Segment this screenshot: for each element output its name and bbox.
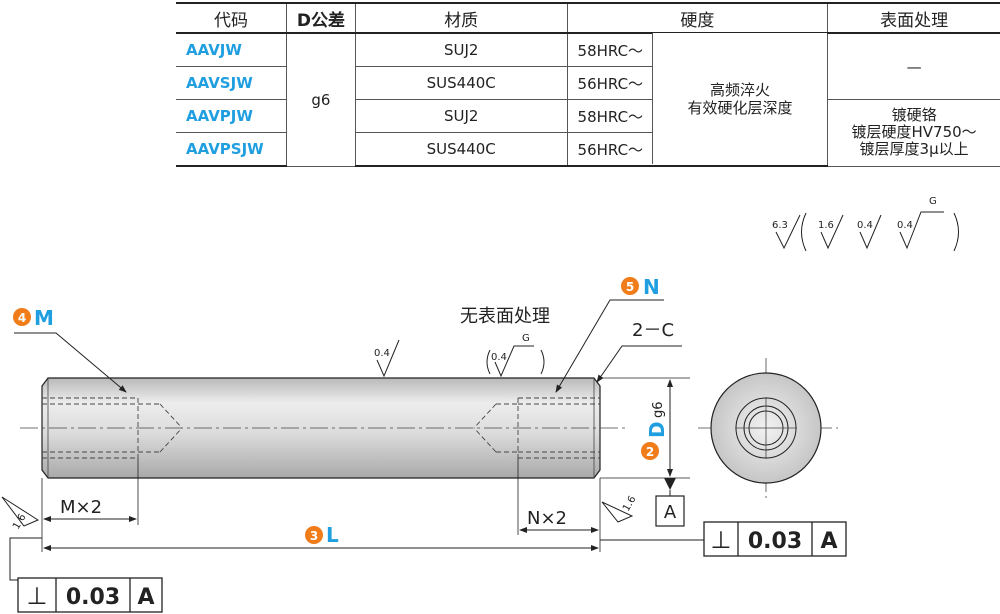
code-cell: AAVPSJW — [176, 132, 287, 167]
dimension-d: 2 D g6 A — [600, 377, 690, 527]
right-end-roughness: 1.6 — [601, 494, 639, 523]
code-cell: AAVSJW — [176, 66, 287, 100]
plating-line: 镀层厚度3μ以上 — [859, 140, 969, 159]
left-end-roughness: 1.6 — [1, 496, 40, 532]
roughness-legend: 6.3 1.6 0.4 0.4 G — [772, 196, 959, 252]
label-l-text: L — [326, 523, 339, 547]
hardness-value: 56HRC～ — [577, 74, 644, 93]
roughness-legend-1-6: 1.6 — [818, 220, 834, 231]
label-d-number: 2 — [646, 445, 654, 459]
roughness-paren-g: G — [522, 333, 530, 344]
header-code: 代码 — [176, 2, 287, 34]
label-m-text: M — [34, 306, 54, 330]
left-fcf-symbol: ⊥ — [27, 582, 48, 610]
plating-line: 镀层硬度HV750～ — [851, 123, 977, 142]
roughness-top-value: 0.4 — [374, 348, 390, 359]
roughness-paren-value: 0.4 — [491, 352, 507, 363]
left-fcf-datum: A — [137, 585, 154, 610]
surface-plating-cell: 镀硬铬 镀层硬度HV750～ 镀层厚度3μ以上 — [827, 99, 1000, 167]
datum-a-label: A — [664, 502, 677, 523]
header-hardness: 硬度 — [566, 2, 828, 34]
left-fcf-value: 0.03 — [66, 585, 120, 610]
surface-none-cell: — — [827, 33, 1000, 100]
roughness-paren: 0.4 G — [486, 333, 545, 378]
label-m-number: 4 — [18, 311, 26, 325]
label-d-tolerance: g6 — [651, 401, 666, 418]
dimension-m-label: M×2 — [60, 497, 102, 518]
label-l-number: 3 — [310, 529, 318, 543]
heat-treatment-line: 高频淬火 — [709, 80, 770, 99]
chamfer-note: 2－C — [596, 320, 682, 383]
roughness-legend-0-4: 0.4 — [857, 220, 873, 231]
label-n-number: 5 — [626, 280, 634, 294]
code-cell: AAVPJW — [176, 99, 287, 133]
heat-treatment-cell: 高频淬火 有效硬化层深度 — [652, 33, 827, 164]
plating-line: 镀硬铬 — [891, 106, 937, 125]
no-surface-treatment-label: 无表面处理 — [460, 306, 550, 327]
material-cell: SUS440C — [354, 132, 568, 167]
header-d-tolerance: D公差 — [285, 2, 356, 34]
right-fcf: ⊥ 0.03 A — [600, 521, 847, 557]
code-cell: AAVJW — [176, 33, 287, 67]
material-cell: SUJ2 — [354, 33, 568, 67]
hardness-value: 58HRC～ — [577, 41, 644, 60]
dimension-n-label: N×2 — [527, 508, 567, 529]
label-n-text: N — [643, 275, 660, 299]
roughness-legend-6-3: 6.3 — [772, 220, 788, 231]
table-header-row: 代码 D公差 材质 硬度 表面处理 — [176, 2, 1000, 34]
shaft — [20, 377, 625, 479]
label-d-text: D — [645, 421, 669, 438]
end-view — [698, 358, 838, 498]
header-material: 材质 — [354, 2, 568, 34]
dimension-m: M×2 — [41, 458, 139, 530]
header-surface: 表面处理 — [827, 2, 1000, 34]
roughness-top: 0.4 — [374, 339, 400, 378]
right-fcf-symbol: ⊥ — [711, 526, 732, 554]
hardness-value: 58HRC～ — [577, 107, 644, 126]
label-m: 4 M — [13, 306, 127, 393]
roughness-legend-g: G — [929, 196, 937, 207]
dimension-l: 3 L — [41, 523, 599, 552]
material-cell: SUS440C — [354, 66, 568, 100]
tolerance-cell: g6 — [285, 33, 356, 167]
label-n: 5 N — [555, 275, 664, 393]
heat-treatment-line: 有效硬化层深度 — [687, 98, 793, 117]
right-fcf-value: 0.03 — [748, 529, 802, 554]
hardness-value: 56HRC～ — [577, 140, 644, 159]
right-fcf-datum: A — [820, 529, 837, 554]
roughness-legend-0-4-g: 0.4 — [897, 220, 913, 231]
left-fcf: ⊥ 0.03 A — [9, 537, 163, 613]
chamfer-label: 2－C — [632, 320, 674, 341]
material-cell: SUJ2 — [354, 99, 568, 133]
roughness-right-value: 1.6 — [621, 494, 638, 513]
